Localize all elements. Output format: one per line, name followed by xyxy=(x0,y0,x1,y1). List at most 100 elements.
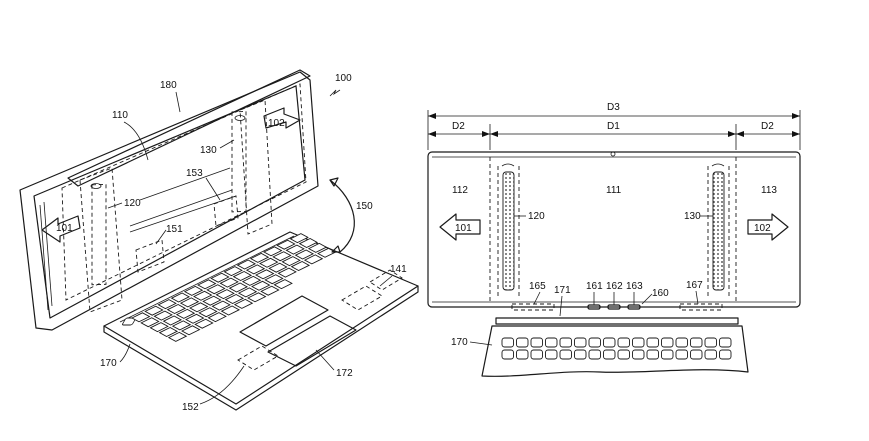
key xyxy=(516,349,529,360)
key xyxy=(276,239,296,250)
arrow-102-right xyxy=(263,107,301,129)
key xyxy=(603,337,616,348)
key xyxy=(181,325,201,336)
palm-area-152 xyxy=(237,345,279,371)
dimensions: D3 D2 D1 D2 xyxy=(427,102,801,150)
label-150: 150 xyxy=(356,201,373,212)
key xyxy=(232,270,253,282)
key xyxy=(259,257,279,268)
key xyxy=(307,242,328,253)
key xyxy=(167,331,188,342)
key xyxy=(298,237,319,249)
key xyxy=(574,337,587,348)
key xyxy=(158,326,179,338)
dim-label-d3: D3 xyxy=(607,102,620,113)
label-141: 141 xyxy=(390,264,407,275)
label-102-left: 102 xyxy=(268,118,285,129)
label-160: 160 xyxy=(652,288,669,299)
base-hinge-strip xyxy=(495,317,739,325)
key xyxy=(206,284,226,295)
arrow-101-left xyxy=(41,215,81,243)
label-113: 113 xyxy=(761,185,777,196)
key xyxy=(144,305,164,316)
key xyxy=(236,259,257,270)
key-grid xyxy=(122,317,136,326)
key xyxy=(545,337,558,348)
key xyxy=(185,313,205,324)
key xyxy=(224,293,245,305)
key xyxy=(530,349,543,360)
touchpad xyxy=(267,315,357,367)
key xyxy=(170,292,191,303)
key xyxy=(193,290,213,301)
roller-130 xyxy=(712,171,725,291)
label-130-right: 130 xyxy=(684,211,701,222)
key xyxy=(228,282,249,293)
key xyxy=(719,337,732,348)
key xyxy=(646,349,659,360)
display-outer-frame xyxy=(19,71,319,331)
right-figure: D3 D2 D1 D2 101 102 112 111 113 120 130 xyxy=(427,102,801,377)
key xyxy=(207,312,227,323)
hinge-arc xyxy=(329,179,355,253)
label-161: 161 xyxy=(586,281,603,292)
rear-roll-housing xyxy=(67,69,311,187)
key xyxy=(273,279,293,290)
keyboard-base xyxy=(103,231,419,411)
roller-right-outline xyxy=(231,110,247,213)
dim-label-d2-right: D2 xyxy=(761,121,774,132)
label-110: 110 xyxy=(112,110,128,121)
label-165: 165 xyxy=(529,281,546,292)
dim-label-d2-left: D2 xyxy=(452,121,465,132)
keys-left xyxy=(131,233,337,342)
label-167: 167 xyxy=(686,280,703,291)
key xyxy=(197,279,217,290)
key xyxy=(559,337,572,348)
key xyxy=(223,266,243,277)
camera xyxy=(610,151,616,157)
label-172: 172 xyxy=(336,368,353,379)
label-130-left: 130 xyxy=(200,145,217,156)
key xyxy=(263,246,283,257)
hinge-arrowhead-bottom xyxy=(331,245,341,253)
label-120-right: 120 xyxy=(528,211,545,222)
key xyxy=(617,349,630,360)
key xyxy=(189,302,209,313)
key xyxy=(290,260,311,272)
key xyxy=(260,285,280,296)
key xyxy=(175,308,196,319)
key xyxy=(285,244,305,255)
key xyxy=(289,233,309,244)
key xyxy=(690,349,703,360)
roller-left-outline xyxy=(91,183,107,286)
left-labels: 100 180 110 130 153 120 151 150 141 170 … xyxy=(100,73,407,413)
key xyxy=(661,337,674,348)
label-120-left: 120 xyxy=(124,198,141,209)
key xyxy=(241,275,262,286)
spacebar-region xyxy=(239,295,329,347)
left-figure: 101 102 xyxy=(19,69,419,413)
key xyxy=(245,264,266,275)
key xyxy=(588,337,601,348)
key xyxy=(501,349,514,360)
key xyxy=(247,292,267,303)
key xyxy=(215,289,235,300)
key xyxy=(690,337,703,348)
label-171: 171 xyxy=(554,285,571,296)
keyboard-area-141 xyxy=(341,285,383,311)
label-170-left: 170 xyxy=(100,358,117,369)
keyboard-base-front xyxy=(481,325,749,377)
key xyxy=(559,349,572,360)
display-panel: 101 102 xyxy=(19,69,319,331)
hinge-arrowhead-top xyxy=(329,177,339,187)
key xyxy=(255,269,275,280)
label-163: 163 xyxy=(626,281,643,292)
key xyxy=(268,262,288,273)
key xyxy=(574,349,587,360)
key xyxy=(220,305,241,316)
key xyxy=(157,299,177,310)
rotation-arrow-left xyxy=(501,163,515,167)
key xyxy=(251,280,271,291)
key xyxy=(303,254,324,265)
label-170-right: 170 xyxy=(451,337,468,348)
